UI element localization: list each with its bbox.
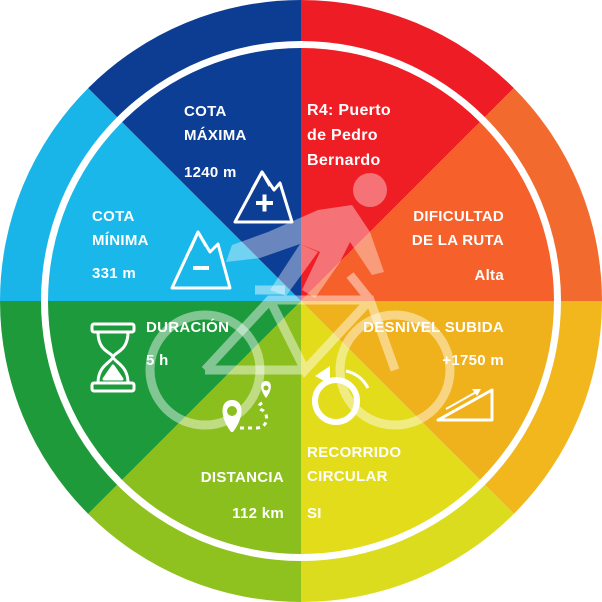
mountain-plus-icon	[233, 170, 294, 224]
sector-dificultad	[301, 122, 555, 301]
mountain-minus-icon	[170, 230, 232, 290]
dificultad-label: DIFICULTAD DE LA RUTA	[411, 208, 504, 249]
sector-recorrido	[301, 301, 480, 555]
sector-duracion	[47, 301, 301, 480]
cota-maxima-label: COTA MÁXIMA	[184, 103, 247, 144]
cyclist-icon	[226, 173, 387, 298]
route-title: R4: Puerto de Pedro Bernardo	[307, 102, 391, 169]
inner-sectors	[47, 48, 555, 555]
cota-maxima-value: 1240 m	[184, 164, 237, 181]
distancia-value: 112 km	[232, 505, 284, 522]
sector-cota-maxima	[122, 48, 301, 301]
sector-cota-minima	[48, 122, 301, 301]
sector-distancia	[122, 301, 301, 554]
desnivel-label: DESNIVEL SUBIDA	[363, 319, 504, 336]
recorrido-label: RECORRIDO CIRCULAR	[307, 444, 402, 485]
cota-minima-label: COTA MÍNIMA	[92, 208, 149, 249]
circular-arrow-icon	[312, 366, 370, 425]
duracion-label: DURACIÓN	[146, 319, 230, 336]
bicycle-icon	[145, 272, 455, 430]
sector-title-sector	[301, 48, 480, 301]
hourglass-icon	[90, 322, 136, 393]
duracion-value: 5 h	[146, 352, 169, 369]
dificultad-value: Alta	[474, 267, 504, 284]
cota-minima-value: 331 m	[92, 265, 137, 282]
sector-desnivel	[301, 301, 554, 480]
elevation-slope-icon	[436, 388, 494, 422]
distancia-label: DISTANCIA	[200, 469, 284, 486]
recorrido-value: SI	[307, 505, 322, 522]
desnivel-value: +1750 m	[442, 352, 504, 369]
map-pins-icon	[222, 381, 271, 432]
